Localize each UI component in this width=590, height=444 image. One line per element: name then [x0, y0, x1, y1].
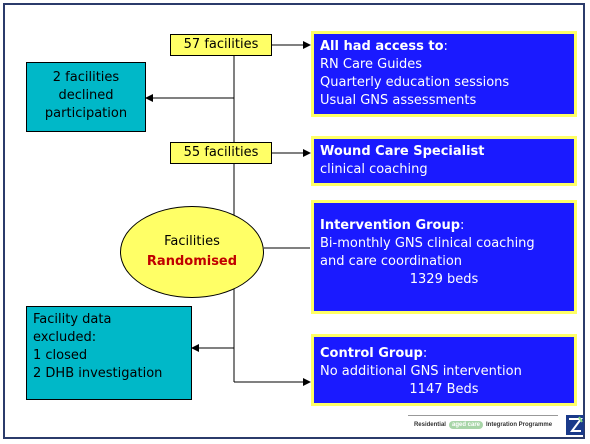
intervention-line-1: Bi-monthly GNS clinical coaching [320, 236, 535, 251]
control-heading: Control Group [320, 346, 423, 361]
declined-line-3: participation [44, 106, 128, 121]
access-line-1: RN Care Guides [320, 57, 423, 72]
control-line: No additional GNS intervention [320, 364, 522, 379]
excluded-line-3: 1 closed [33, 348, 88, 363]
access-line-2: Quarterly education sessions [320, 75, 510, 90]
randomised-oval: Facilities Randomised [120, 206, 264, 298]
footer-left-text: Residential [413, 422, 446, 428]
wound-care-line: clinical coaching [320, 162, 428, 177]
excluded-line-1: Facility data [33, 312, 112, 327]
footer-pill: aged care [448, 421, 484, 429]
programme-logo-icon [566, 415, 584, 435]
intervention-group-box: Intervention Group: Bi-monthly GNS clini… [311, 200, 577, 314]
control-heading-row: Control Group: [320, 345, 568, 363]
mid-facility-count: 55 facilities [170, 142, 272, 164]
declined-box: 2 facilities declined participation [26, 62, 146, 132]
control-colon: : [422, 346, 428, 361]
intervention-line-2: and care coordination [320, 254, 463, 269]
randomised-line-1: Facilities [164, 234, 220, 249]
access-box: All had access to: RN Care Guides Quarte… [311, 31, 577, 117]
access-heading-row: All had access to: [320, 38, 568, 56]
programme-footer: Residential aged care Integration Progra… [408, 415, 558, 434]
top-facility-count: 57 facilities [170, 34, 272, 56]
control-beds: 1147 Beds [409, 382, 479, 397]
intervention-beds: 1329 beds [409, 272, 479, 287]
excluded-line-4: 2 DHB investigation [33, 366, 163, 381]
randomised-line-2: Randomised [146, 254, 238, 269]
declined-line-2: declined [58, 88, 114, 103]
wound-care-box: Wound Care Specialist clinical coaching [311, 136, 577, 186]
excluded-box: Facility data excluded: 1 closed 2 DHB i… [26, 306, 192, 400]
slide-frame [3, 3, 585, 439]
excluded-line-2: excluded: [33, 330, 97, 345]
intervention-heading-row: Intervention Group: [320, 217, 568, 235]
access-heading: All had access to [320, 39, 444, 54]
declined-line-1: 2 facilities [52, 70, 120, 85]
intervention-heading: Intervention Group [320, 218, 461, 233]
access-colon: : [443, 39, 448, 54]
control-group-box: Control Group: No additional GNS interve… [311, 334, 577, 406]
wound-care-heading: Wound Care Specialist [320, 144, 485, 159]
footer-right-text: Integration Programme [486, 422, 553, 428]
intervention-colon: : [460, 218, 465, 233]
access-line-3: Usual GNS assessments [320, 93, 477, 108]
